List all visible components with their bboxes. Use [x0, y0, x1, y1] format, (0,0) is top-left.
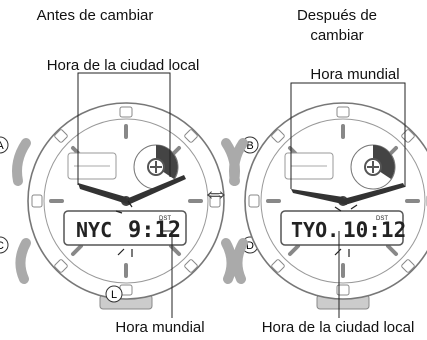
- left-watch: NYC 9:12 DST A B C D L: [0, 72, 259, 318]
- right-bottom-label: Hora de la ciudad local: [261, 319, 415, 336]
- left-bottom-label: Hora mundial: [115, 319, 205, 336]
- button-c-label: C: [0, 240, 4, 252]
- left-lcd-time: 9:12: [128, 218, 181, 243]
- swap-arrow-icon: ⇔: [201, 176, 231, 209]
- right-lcd-city: TYO.: [291, 218, 339, 242]
- after-heading-line1: Después de: [296, 7, 378, 24]
- left-dst-indicator: DST: [159, 216, 171, 222]
- right-lcd-time: 10:12: [343, 218, 406, 242]
- after-heading-line2: cambiar: [310, 27, 364, 44]
- button-b-label: B: [246, 140, 253, 152]
- right-dst-indicator: DST: [376, 216, 388, 222]
- right-top-label: Hora mundial: [310, 66, 400, 83]
- right-watch: TYO. 10:12 DST: [234, 82, 427, 318]
- button-a-label: A: [0, 140, 4, 152]
- button-d-label: D: [246, 240, 254, 252]
- before-heading: Antes de cambiar: [36, 7, 154, 24]
- button-l-label: L: [111, 289, 117, 301]
- left-lcd-city: NYC: [76, 218, 112, 242]
- left-top-label: Hora de la ciudad local: [46, 57, 200, 74]
